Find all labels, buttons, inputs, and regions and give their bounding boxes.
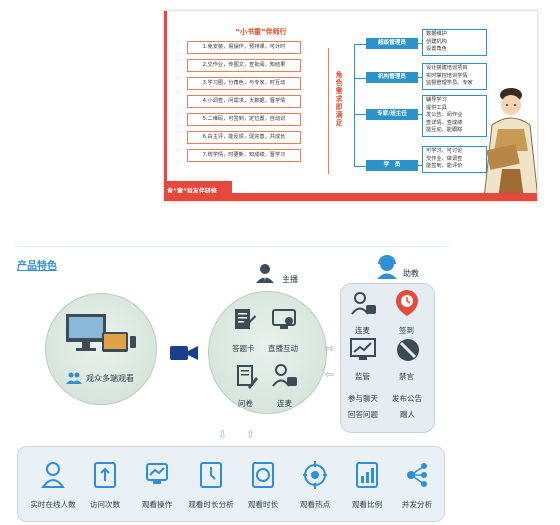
assistant-co-host-label: 连麦 — [355, 326, 370, 335]
mute-label: 禁言 — [399, 372, 414, 381]
view-duration-label: 观看时长 — [247, 500, 279, 509]
section-divider — [13, 246, 450, 247]
rules-divider — [328, 48, 329, 174]
stat-duration-analysis: 观看时长分析 — [184, 447, 238, 521]
duration-analysis-icon — [200, 462, 222, 488]
view-ratio-icon — [356, 462, 378, 488]
role-desc-super-admin: 数据维护创建机构设置角色 — [422, 29, 487, 56]
role-org-admin: 机构管理员 — [366, 72, 418, 83]
questionnaire-label: 问卷 — [238, 399, 253, 408]
stat-visits: 访问次数 — [78, 447, 132, 521]
assistant-co-host-icon — [351, 292, 376, 315]
check-in-label: 签到 — [399, 326, 414, 335]
online-users-icon — [41, 462, 65, 488]
training-slide: “小书童”伴师行 1.免安装，易操作，预排课，可计时 2.交作业，传图文，查批阅… — [163, 10, 538, 202]
concurrency-label: 并发分析 — [401, 500, 433, 509]
role-desc-org-admin: 设计搭建培训项目实时掌控培训学情监督管理学员、专家 — [422, 63, 487, 90]
stat-view-ratio: 观看比例 — [340, 447, 394, 521]
answer-question-label: 回答问题 — [348, 410, 378, 419]
hotspots-label: 观看热点 — [299, 500, 331, 509]
join-chat-label: 参与聊天 — [348, 394, 378, 403]
arrow-right-icon: ⇨ — [325, 342, 335, 355]
live-interaction-icon — [272, 309, 296, 329]
multi-device-icon — [66, 314, 136, 352]
kick-user-label: 踢人 — [400, 410, 415, 419]
answer-card-label: 答题卡 — [232, 344, 255, 353]
heading-underline — [17, 270, 57, 271]
announcement-label: 发布公告 — [392, 394, 422, 403]
check-in-icon — [396, 290, 418, 316]
scholar-illustration — [483, 88, 537, 200]
visits-label: 访问次数 — [89, 500, 121, 509]
view-actions-icon — [146, 463, 168, 484]
role-desc-student: 可学习、可讨论交作业、做调查能签到、能评价 — [422, 146, 487, 173]
hotspots-icon — [303, 461, 327, 489]
footer-tab — [164, 181, 232, 193]
arrow-down-icon: ⇩ — [218, 428, 228, 441]
answer-card-icon — [235, 309, 256, 329]
mute-icon — [397, 339, 419, 361]
audience-icon — [66, 372, 82, 384]
live-interaction-label: 直播互动 — [268, 344, 298, 353]
co-host-icon — [272, 364, 297, 387]
co-host-label: 连麦 — [277, 399, 292, 408]
vertical-label: 角色需求即满足 — [335, 71, 343, 127]
role-student: 学 员 — [366, 160, 418, 171]
role-desc-expert: 辅导学习提供工具发公告、阅作业查详情、查成绩能互动、能跟踪 — [422, 95, 487, 137]
footer-text: 食“童”益友伴研修 — [167, 188, 217, 195]
stat-view-duration: 观看时长 — [236, 447, 290, 521]
arrow-up-icon: ⇧ — [246, 428, 256, 441]
slide-title: “小书童”伴师行 — [235, 28, 287, 36]
assistant-tools-panel — [340, 283, 435, 433]
rule-item: 5.二维码，可签到，定位置，自动识 — [187, 113, 301, 126]
slide-left-rail — [164, 11, 167, 194]
monitor-icon — [350, 338, 376, 360]
assistant-label: 助教 — [403, 269, 419, 278]
role-super-admin: 超级管理员 — [366, 38, 418, 49]
section-heading: 产品特色 — [17, 261, 57, 272]
host-icon — [256, 264, 274, 283]
stat-hotspots: 观看热点 — [288, 447, 342, 521]
footer-bar — [164, 193, 537, 201]
host-tools-circle — [208, 291, 327, 414]
role-expert: 专家/班主任 — [366, 109, 418, 120]
viewers-circle — [45, 293, 157, 405]
viewers-label: 观众多端观看 — [86, 374, 134, 383]
rule-item: 7.统学情，时更新，知成绩，晋学习 — [187, 149, 301, 162]
host-label: 主播 — [282, 275, 298, 284]
rule-item: 4.小调查，问需求，大数据，晋学情 — [187, 95, 301, 108]
rule-item: 6.白主评，能反馈，促完善，共成长 — [187, 131, 301, 144]
rule-item: 1.免安装，易操作，预排课，可计时 — [187, 41, 301, 54]
view-duration-icon — [252, 462, 274, 488]
rule-item: 3.学习圈，分角色，与专家，时互动 — [187, 77, 301, 90]
stat-view-actions: 观看操作 — [130, 447, 184, 521]
analytics-bar: 实时在线人数 访问次数 观看操作 观看时长分析 观看时长 — [17, 446, 445, 522]
arrow-left-icon: ⇦ — [325, 368, 335, 381]
role-bracket — [354, 44, 355, 166]
assistant-icon — [377, 255, 397, 279]
visits-icon — [94, 462, 116, 488]
rule-item: 2.交作业，传图文，查批阅，知结果 — [187, 59, 301, 72]
concurrency-icon — [407, 463, 427, 487]
view-actions-label: 观看操作 — [141, 500, 173, 509]
monitor-label: 监管 — [355, 372, 370, 381]
stat-concurrency: 并发分析 — [390, 447, 444, 521]
video-camera-icon — [170, 346, 198, 360]
view-ratio-label: 观看比例 — [351, 500, 383, 509]
questionnaire-icon — [237, 365, 258, 389]
duration-analysis-label: 观看时长分析 — [188, 500, 234, 509]
stat-online-users: 实时在线人数 — [26, 447, 80, 521]
online-users-label: 实时在线人数 — [30, 500, 76, 509]
